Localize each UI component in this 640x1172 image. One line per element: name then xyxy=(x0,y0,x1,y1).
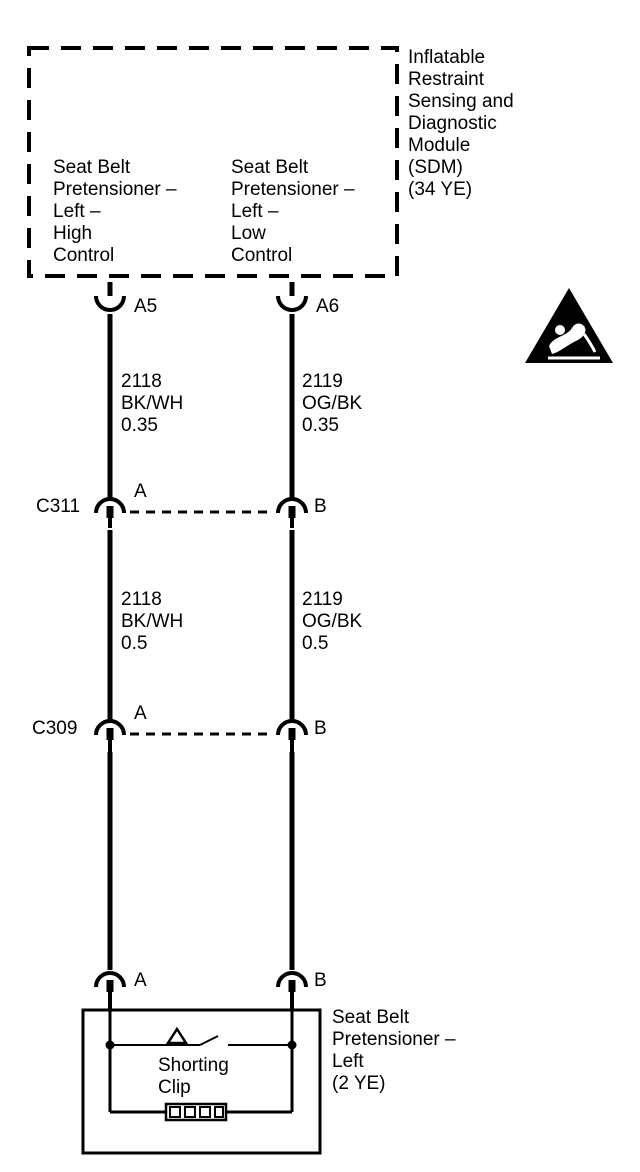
pretensioner-internal-circuit xyxy=(105,1010,297,1114)
c309-name-label: C309 xyxy=(32,718,78,739)
c311-pin-b-label: B xyxy=(314,496,327,517)
sdm-box xyxy=(27,46,399,278)
c309-pin-b-label: B xyxy=(314,718,327,739)
shorting-clip-label: Shorting Clip xyxy=(158,1055,229,1098)
pretensioner-box xyxy=(81,1008,322,1155)
shorting-clip-connector-icon xyxy=(164,1102,228,1122)
wire-2118-middle-label: 2118 BK/WH 0.5 xyxy=(121,589,184,654)
wire-2118-upper-label: 2118 BK/WH 0.35 xyxy=(121,371,184,436)
sdm-left-function-label: Seat Belt Pretensioner – Left – High Con… xyxy=(53,157,177,266)
pretensioner-pin-a-label: A xyxy=(134,970,147,991)
connector-c309 xyxy=(94,719,308,752)
sdm-pin-a5-label: A5 xyxy=(134,296,158,317)
airbag-warning-icon xyxy=(525,288,613,363)
c309-pin-a-label: A xyxy=(134,703,147,724)
sdm-pin-a6-receptacle xyxy=(276,295,308,312)
sdm-right-function-label: Seat Belt Pretensioner – Left – Low Cont… xyxy=(231,157,355,266)
wire-2119-middle-label: 2119 OG/BK 0.5 xyxy=(302,589,363,654)
pretensioner-pin-b-label: B xyxy=(314,970,327,991)
sdm-pin-a6-label: A6 xyxy=(316,296,340,317)
wire-2119-upper-label: 2119 OG/BK 0.35 xyxy=(302,371,363,436)
c311-pin-a-label: A xyxy=(134,481,147,502)
sdm-title: Inflatable Restraint Sensing and Diagnos… xyxy=(408,47,514,200)
shorting-clip-triangle-icon xyxy=(165,1026,189,1045)
pretensioner-name-label: Seat Belt Pretensioner – Left (2 YE) xyxy=(332,1007,456,1094)
pretensioner-pins xyxy=(94,971,308,1010)
connector-c311 xyxy=(94,497,308,528)
c311-name-label: C311 xyxy=(36,496,81,517)
sdm-pin-a5-receptacle xyxy=(94,295,126,312)
